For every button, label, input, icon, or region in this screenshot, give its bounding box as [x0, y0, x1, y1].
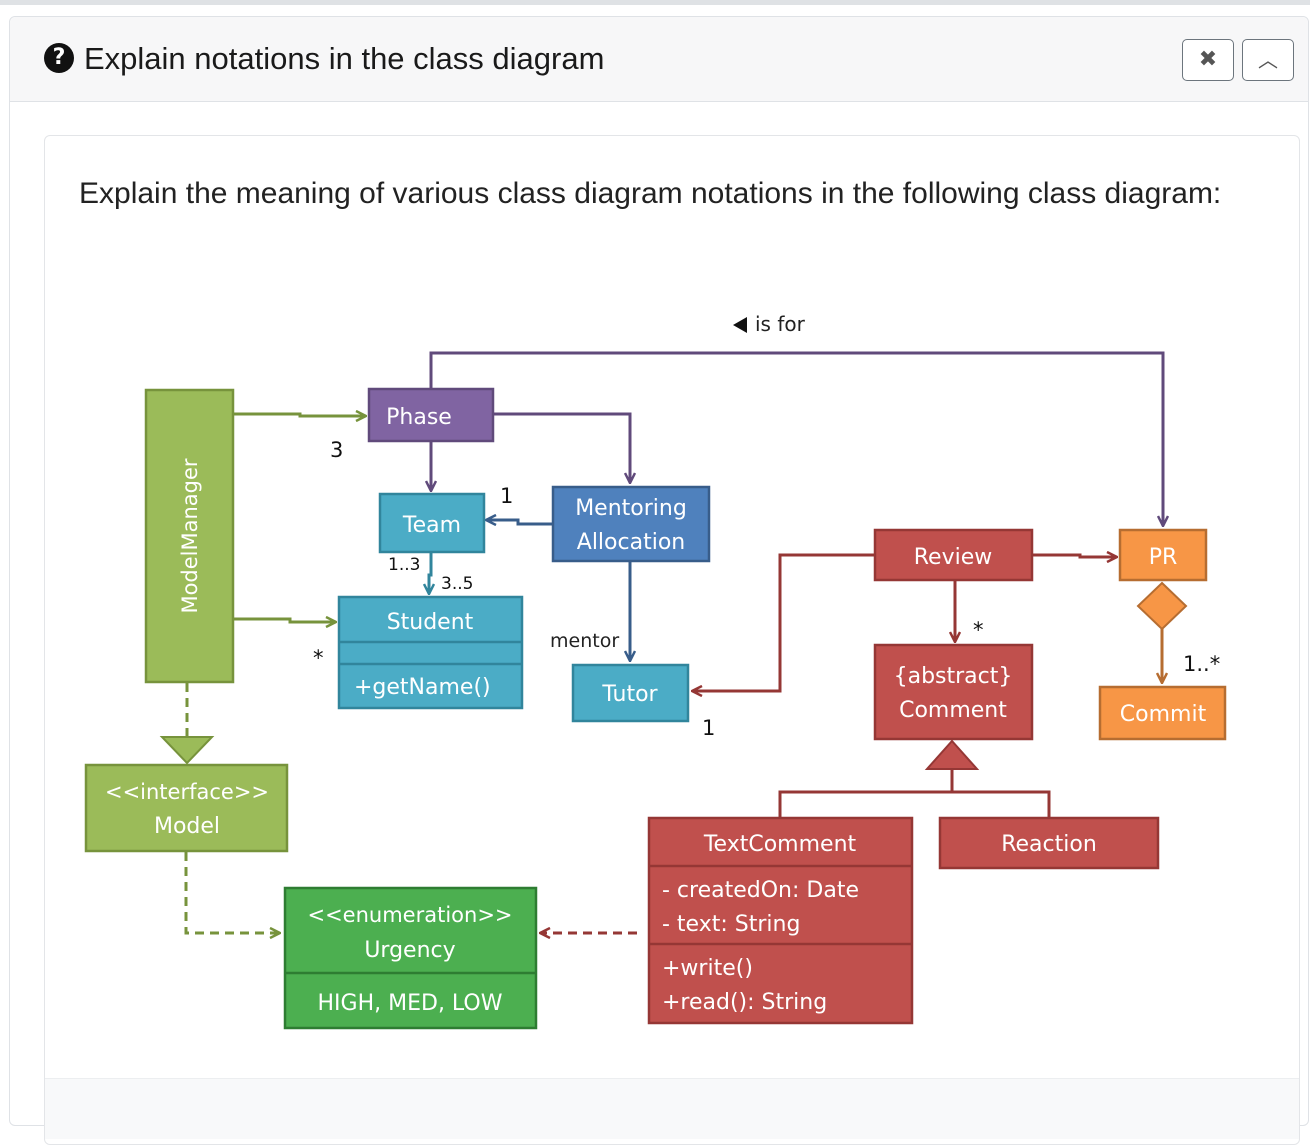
inheritance-triangle-icon [924, 739, 980, 770]
mentoring-label-2: Allocation [577, 530, 685, 555]
model-urgency-dependency [184, 852, 280, 933]
pr-commit-multiplicity: 1..* [1183, 652, 1220, 676]
urgency-label: Urgency [364, 938, 455, 963]
phase-label: Phase [386, 405, 452, 430]
review-label: Review [914, 545, 993, 570]
student-method: +getName() [354, 675, 491, 700]
phase-mentoring-association [493, 412, 630, 483]
review-comment-multiplicity: * [973, 618, 984, 642]
mentor-role-label: mentor [550, 630, 619, 652]
composition-diamond-icon [1136, 581, 1188, 631]
tutor-multiplicity: 1 [702, 716, 715, 740]
mm-student-association [233, 619, 336, 622]
review-tutor-association [692, 553, 875, 691]
model-stereotype: <<interface>> [105, 780, 269, 804]
class-text-comment: TextComment - createdOn: Date - text: St… [647, 816, 914, 1025]
question-text: Explain the meaning of various class dia… [79, 177, 1222, 210]
textcomment-inheritance [778, 790, 1051, 818]
chevron-up-icon: ︿ [1258, 48, 1278, 72]
team-student-multiplicity-b: 3..5 [441, 574, 473, 594]
urgency-stereotype: <<enumeration>> [307, 903, 512, 927]
text-comment-attr-created: - createdOn: Date [662, 878, 859, 903]
mentoring-label-1: Mentoring [575, 496, 687, 521]
mentoring-team-association [486, 520, 553, 524]
class-reaction: Reaction [938, 816, 1160, 870]
class-comment: {abstract} Comment [873, 643, 1034, 741]
team-label: Team [402, 513, 461, 538]
mm-phase-multiplicity: 3 [330, 438, 343, 462]
mm-phase-association [233, 414, 366, 416]
team-student-association [429, 553, 431, 594]
reaction-label: Reaction [1001, 832, 1097, 857]
comment-label: Comment [899, 698, 1007, 723]
class-team: Team [378, 492, 486, 554]
text-comment-label: TextComment [703, 832, 857, 857]
text-comment-method-read: +read(): String [662, 990, 827, 1015]
card-title: Explain notations in the class diagram [84, 41, 605, 76]
review-pr-association [1032, 555, 1117, 557]
is-for-label: is for [755, 312, 806, 336]
team-student-multiplicity-a: 1..3 [388, 555, 420, 575]
top-divider [0, 0, 1310, 5]
tutor-label: Tutor [601, 682, 658, 707]
class-model-manager: ModelManager [144, 388, 235, 684]
text-comment-attr-text: - text: String [662, 912, 800, 937]
model-manager-label: ModelManager [178, 458, 202, 613]
class-urgency-enumeration: <<enumeration>> Urgency HIGH, MED, LOW [283, 886, 538, 1030]
class-commit: Commit [1098, 685, 1227, 741]
class-model-interface: <<interface>> Model [84, 763, 289, 853]
is-for-direction-icon [733, 317, 747, 333]
student-label: Student [387, 610, 474, 635]
class-phase: Phase [367, 387, 495, 443]
realization-triangle-icon [159, 736, 215, 765]
class-pr: PR [1118, 528, 1208, 582]
phase-pr-association [429, 351, 1163, 526]
commit-label: Commit [1120, 702, 1207, 727]
urgency-values: HIGH, MED, LOW [318, 991, 503, 1016]
text-comment-method-write: +write() [662, 956, 753, 981]
collapse-button[interactable]: ︿ [1242, 39, 1294, 81]
team-multiplicity: 1 [500, 484, 513, 508]
class-review: Review [873, 528, 1034, 582]
close-button[interactable]: ✖ [1182, 39, 1234, 81]
pr-label: PR [1149, 545, 1178, 570]
comment-stereotype: {abstract} [894, 664, 1013, 689]
card-header: ? Explain notations in the class diagram… [10, 17, 1308, 102]
class-diagram: is for 3 * 1 mentor 1..3 3..5 1 * 1..* M… [84, 312, 1227, 1030]
model-label: Model [154, 814, 220, 839]
close-icon: ✖ [1198, 47, 1218, 72]
class-tutor: Tutor [571, 663, 690, 723]
question-circle-icon: ? [44, 43, 74, 73]
class-mentoring-allocation: Mentoring Allocation [551, 485, 711, 563]
mm-student-multiplicity: * [313, 646, 324, 670]
class-student: Student +getName() [337, 595, 524, 710]
